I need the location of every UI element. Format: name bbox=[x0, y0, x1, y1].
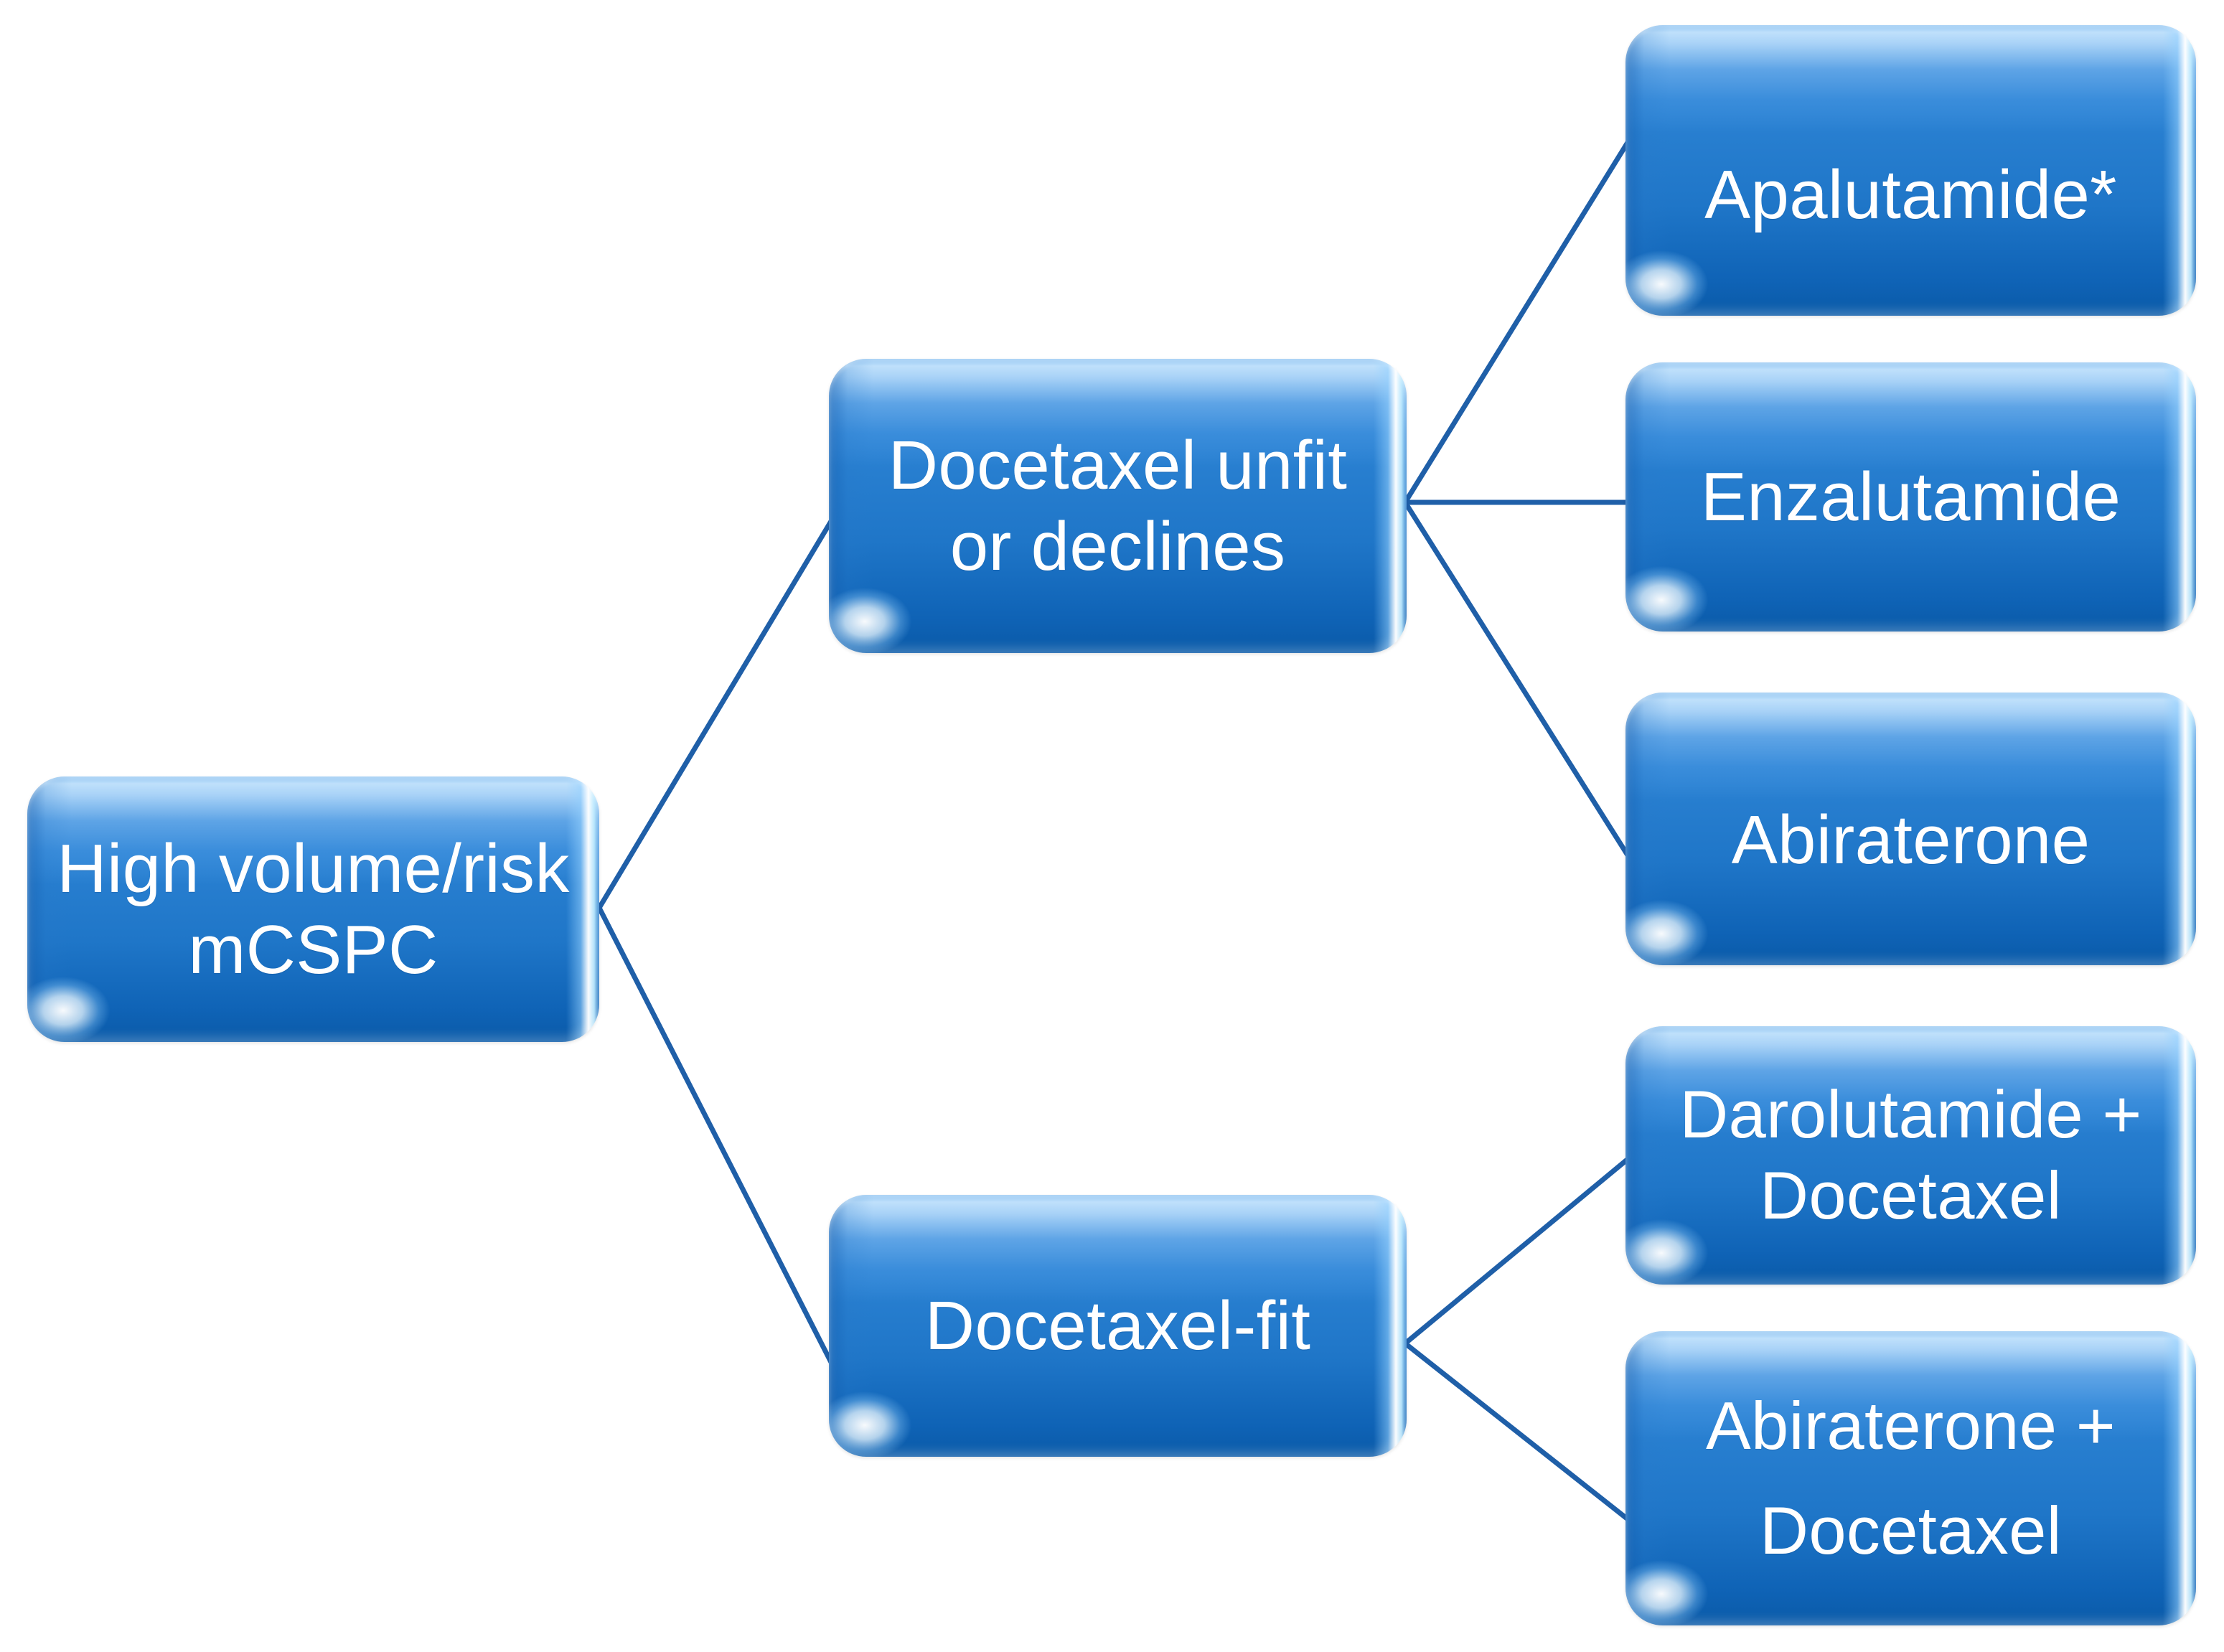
connector-fit-to-abiraterone-doc bbox=[1402, 1341, 1633, 1524]
node-docetaxel-fit[interactable]: Docetaxel-fit bbox=[829, 1195, 1407, 1457]
node-label-darolutamide-docetaxel: Darolutamide + Docetaxel bbox=[1679, 1076, 2142, 1233]
node-docetaxel-unfit[interactable]: Docetaxel unfit or declines bbox=[829, 359, 1407, 653]
connector-fit-to-darolutamide bbox=[1402, 1154, 1633, 1346]
node-label-docetaxel-unfit: Docetaxel unfit or declines bbox=[888, 426, 1348, 585]
node-abiraterone-docetaxel[interactable]: Abiraterone + Docetaxel bbox=[1625, 1331, 2196, 1625]
node-label-apalutamide: Apalutamide* bbox=[1704, 156, 2117, 233]
node-label-abiraterone: Abiraterone bbox=[1731, 802, 2091, 879]
node-label-docetaxel-fit: Docetaxel-fit bbox=[924, 1287, 1311, 1364]
node-label-abiraterone-docetaxel: Abiraterone + Docetaxel bbox=[1706, 1388, 2116, 1568]
node-apalutamide[interactable]: Apalutamide* bbox=[1625, 25, 2196, 316]
connector-root-to-fit bbox=[596, 905, 837, 1372]
node-label-root: High volume/risk mCSPC bbox=[57, 830, 570, 988]
connector-root-to-unfit bbox=[596, 512, 837, 911]
node-darolutamide-docetaxel[interactable]: Darolutamide + Docetaxel bbox=[1625, 1026, 2196, 1285]
node-abiraterone[interactable]: Abiraterone bbox=[1625, 693, 2196, 965]
node-enzalutamide[interactable]: Enzalutamide bbox=[1625, 362, 2196, 632]
node-root[interactable]: High volume/risk mCSPC bbox=[27, 776, 599, 1042]
connector-unfit-to-abiraterone bbox=[1402, 499, 1633, 863]
node-label-enzalutamide: Enzalutamide bbox=[1700, 458, 2121, 535]
connector-unfit-to-apalutamide bbox=[1402, 135, 1633, 505]
